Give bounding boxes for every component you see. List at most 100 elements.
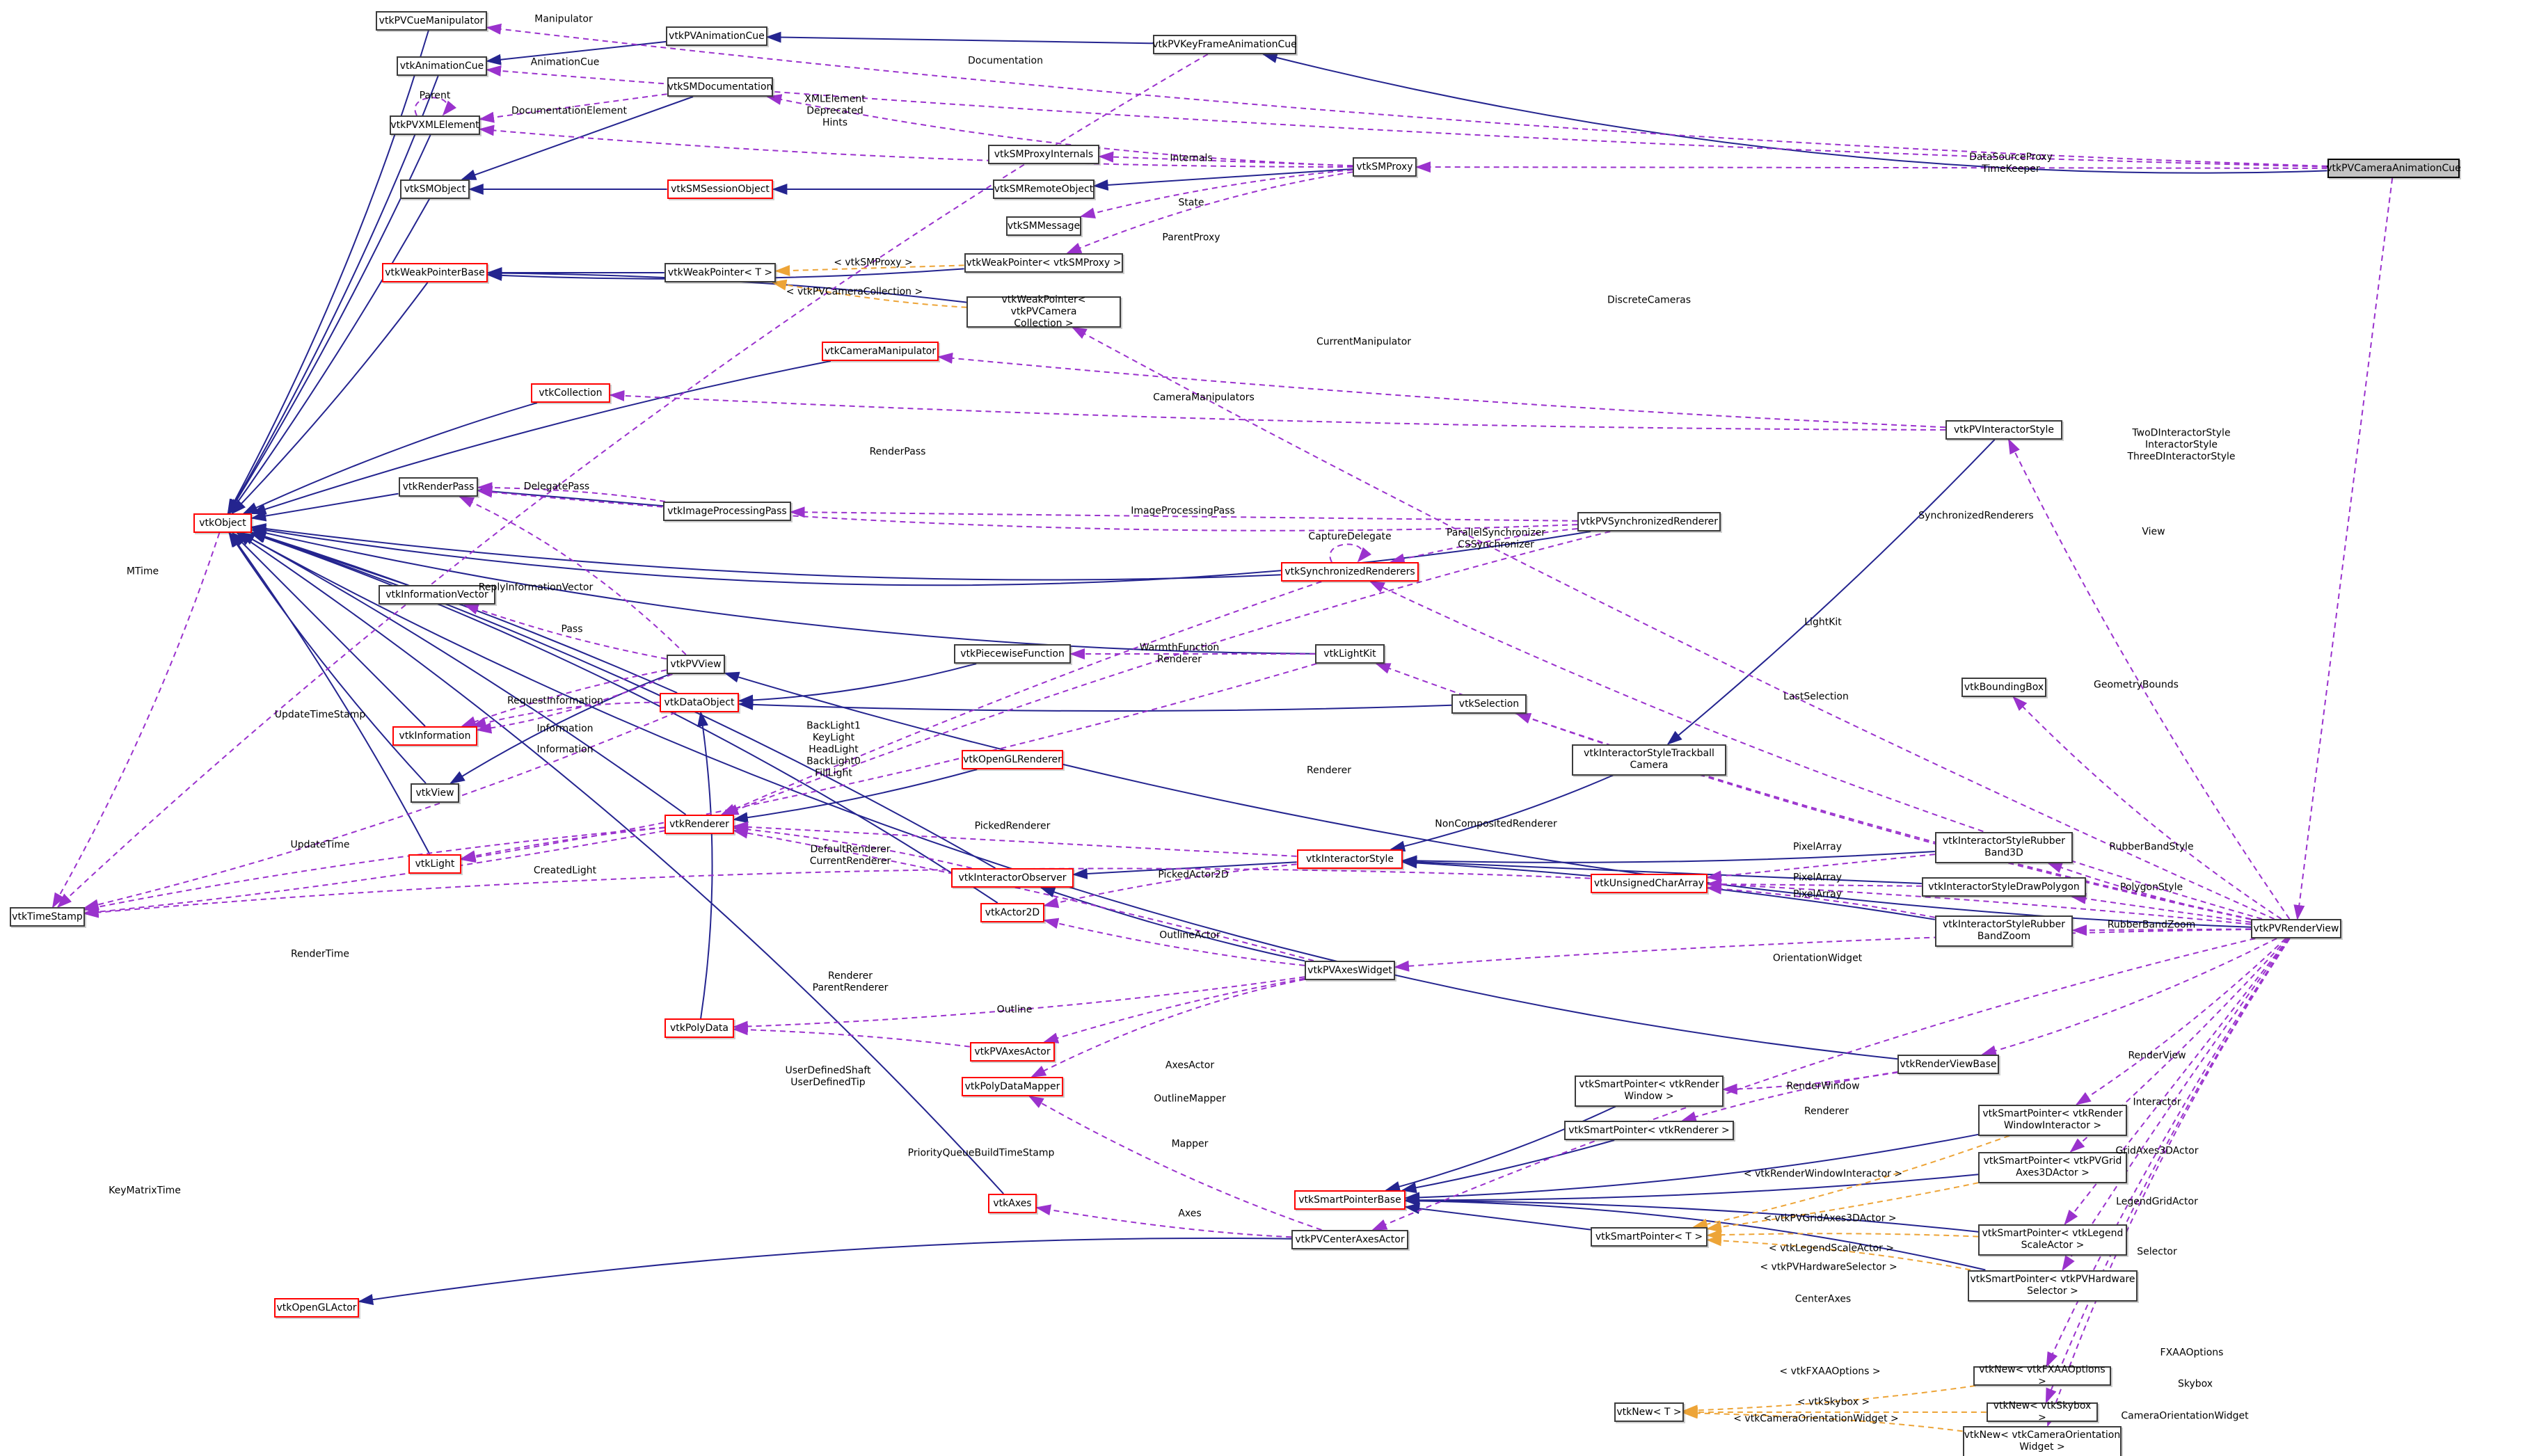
class-node-syncRends[interactable]: vtkSynchronizedRenderers <box>1280 562 1419 582</box>
class-node-spLegendScale[interactable]: vtkSmartPointer< vtkLegend ScaleActor > <box>1978 1224 2127 1256</box>
edge-inherit-spRWInteractor-spBase <box>1404 1133 1979 1203</box>
class-node-intStyleTrackball[interactable]: vtkInteractorStyleTrackball Camera <box>1572 744 1726 776</box>
class-node-rubberBandZoom[interactable]: vtkInteractorStyleRubber BandZoom <box>1934 915 2074 947</box>
class-node-view[interactable]: vtkView <box>411 783 459 803</box>
edge-usage-intStyle-renderer <box>732 821 1297 857</box>
class-node-intObserver[interactable]: vtkInteractorObserver <box>951 868 1074 888</box>
class-node-spRenderer[interactable]: vtkSmartPointer< vtkRenderer > <box>1564 1121 1734 1140</box>
class-node-infoVector[interactable]: vtkInformationVector <box>379 585 495 605</box>
class-node-information[interactable]: vtkInformation <box>392 726 478 746</box>
edge-label: UpdateTimeStamp <box>274 709 366 721</box>
edge-label: Pass <box>561 623 583 635</box>
class-node-weakPtrSMProxy[interactable]: vtkWeakPointer< vtkSMProxy > <box>964 253 1124 273</box>
class-node-smObject[interactable]: vtkSMObject <box>400 179 470 199</box>
class-node-lightKit[interactable]: vtkLightKit <box>1315 644 1385 664</box>
class-node-spRWInteractor[interactable]: vtkSmartPointer< vtkRender WindowInterac… <box>1978 1104 2127 1136</box>
class-node-unsignedCharArr[interactable]: vtkUnsignedCharArray <box>1591 874 1708 893</box>
class-node-smRemoteObject[interactable]: vtkSMRemoteObject <box>993 179 1095 199</box>
edge-label: RenderPass <box>869 446 926 458</box>
edge-label: DelegatePass <box>523 481 590 493</box>
class-node-smDoc[interactable]: vtkSMDocumentation <box>667 77 774 97</box>
edge-inherit-pvView-view <box>449 673 671 785</box>
class-node-piecewise[interactable]: vtkPiecewiseFunction <box>954 644 1071 664</box>
class-node-smProxy[interactable]: vtkSMProxy <box>1353 157 1417 177</box>
class-node-weakPtrPVCamColl[interactable]: vtkWeakPointer< vtkPVCamera Collection > <box>966 294 1121 329</box>
class-node-pvIntStyle[interactable]: vtkPVInteractorStyle <box>1945 420 2062 440</box>
edge-inherit-lightKit-object <box>250 527 1316 655</box>
class-node-spRenderWindow[interactable]: vtkSmartPointer< vtkRender Window > <box>1575 1075 1724 1107</box>
edge-usage-pvRenderView-renderViewBase <box>1980 938 2277 1057</box>
class-node-drawPolygon[interactable]: vtkInteractorStyleDrawPolygon <box>1921 877 2087 897</box>
class-node-dataObject[interactable]: vtkDataObject <box>659 693 740 712</box>
edge-usage-pvRenderView-pvIntStyle <box>2008 438 2291 920</box>
class-node-renderViewBase[interactable]: vtkRenderViewBase <box>1897 1055 1999 1074</box>
edge-usage-pvRenderView-newFXAA <box>2046 938 2291 1368</box>
class-node-light[interactable]: vtkLight <box>408 854 462 874</box>
class-node-spT[interactable]: vtkSmartPointer< T > <box>1591 1227 1708 1247</box>
edge-label: MTime <box>126 566 159 577</box>
class-node-pvxml[interactable]: vtkPVXMLElement <box>390 115 480 135</box>
class-node-object[interactable]: vtkObject <box>193 513 253 533</box>
edge-inherit-rubberBand3D-intStyle <box>1401 851 1935 867</box>
class-node-smProxyInternals[interactable]: vtkSMProxyInternals <box>987 145 1100 164</box>
class-node-newCamOrient[interactable]: vtkNew< vtkCameraOrientation Widget > <box>1962 1425 2122 1456</box>
edge-usage-pvIntStyle-collection <box>609 390 1946 431</box>
class-node-collection[interactable]: vtkCollection <box>530 383 611 403</box>
class-node-renderer[interactable]: vtkRenderer <box>664 815 734 834</box>
edge-usage-pvCamAnimCue-pvCueManip <box>486 23 2327 167</box>
class-node-timeStamp[interactable]: vtkTimeStamp <box>10 907 85 927</box>
edge-usage-pvAxesWidget-polyDataMapper <box>1030 978 1305 1078</box>
edge-label: RubberBandStyle <box>2109 841 2194 853</box>
edge-usage-pvRenderView-newSkybox <box>2045 938 2291 1404</box>
class-node-boundingBox[interactable]: vtkBoundingBox <box>1961 678 2047 697</box>
class-node-pvKeyFrameAnimCue[interactable]: vtkPVKeyFrameAnimationCue <box>1152 35 1297 54</box>
class-node-actor2D[interactable]: vtkActor2D <box>980 903 1044 922</box>
class-node-camManip[interactable]: vtkCameraManipulator <box>822 342 939 361</box>
edge-label: DocumentationElement <box>511 105 627 117</box>
class-node-openGLActor[interactable]: vtkOpenGLActor <box>273 1298 360 1318</box>
class-node-polyDataMapper[interactable]: vtkPolyDataMapper <box>962 1077 1063 1096</box>
class-node-pvCueManip[interactable]: vtkPVCueManipulator <box>375 11 488 31</box>
class-node-pvAxesWidget[interactable]: vtkPVAxesWidget <box>1305 961 1395 980</box>
class-node-pvSyncRend[interactable]: vtkPVSynchronizedRenderer <box>1577 512 1721 531</box>
class-node-openGLRenderer[interactable]: vtkOpenGLRenderer <box>962 750 1063 769</box>
class-node-newSkybox[interactable]: vtkNew< vtkSkybox > <box>1986 1400 2099 1423</box>
class-node-pvView[interactable]: vtkPVView <box>666 655 726 674</box>
class-node-spGridAxes[interactable]: vtkSmartPointer< vtkPVGrid Axes3DActor > <box>1978 1151 2127 1183</box>
edge-label: < vtkSkybox > <box>1797 1396 1870 1408</box>
class-node-renderPass[interactable]: vtkRenderPass <box>398 477 479 497</box>
edge-template-newCamOrient-newT <box>1682 1407 1963 1432</box>
class-node-spHardwareSel[interactable]: vtkSmartPointer< vtkPVHardware Selector … <box>1968 1270 2138 1302</box>
class-node-polyData[interactable]: vtkPolyData <box>664 1018 734 1038</box>
edge-label: RequestInformation <box>507 695 603 707</box>
class-node-pvCenterAxes[interactable]: vtkPVCenterAxesActor <box>1291 1230 1408 1249</box>
class-node-newT[interactable]: vtkNew< T > <box>1614 1402 1684 1422</box>
class-node-pvCamAnimCue[interactable]: vtkPVCameraAnimationCue <box>2326 159 2461 178</box>
edge-label: ReplyInformationVector <box>478 582 594 593</box>
class-node-smSessionObject[interactable]: vtkSMSessionObject <box>667 179 774 199</box>
edge-usage-pvRenderView-selection <box>1515 713 2252 920</box>
class-node-animCue[interactable]: vtkAnimationCue <box>397 56 487 76</box>
edge-label: KeyMatrixTime <box>109 1185 181 1197</box>
class-node-newFXAA[interactable]: vtkNew< vtkFXAAOptions > <box>1973 1364 2112 1387</box>
class-node-intStyle[interactable]: vtkInteractorStyle <box>1296 849 1403 869</box>
edge-inherit-smDoc-smObject <box>461 96 694 180</box>
class-node-pvAxesActor[interactable]: vtkPVAxesActor <box>969 1042 1056 1062</box>
class-node-rubberBand3D[interactable]: vtkInteractorStyleRubber Band3D <box>1934 831 2074 863</box>
edge-usage-pvSyncRend-imgProcPass <box>789 506 1578 522</box>
class-node-smMessage[interactable]: vtkSMMessage <box>1006 216 1081 236</box>
class-node-weakPtrBase[interactable]: vtkWeakPointerBase <box>381 263 488 282</box>
edge-label: CurrentManipulator <box>1316 336 1412 348</box>
edge-label: Internals <box>1170 152 1213 164</box>
class-node-selection[interactable]: vtkSelection <box>1451 694 1527 714</box>
class-node-pvAnimCue[interactable]: vtkPVAnimationCue <box>666 26 767 46</box>
class-node-pvRenderView[interactable]: vtkPVRenderView <box>2251 919 2341 938</box>
edge-label: CenterAxes <box>1794 1293 1852 1305</box>
class-node-spBase[interactable]: vtkSmartPointerBase <box>1294 1190 1406 1210</box>
class-node-weakPtrT[interactable]: vtkWeakPointer< T > <box>664 263 777 282</box>
class-node-imgProcPass[interactable]: vtkImageProcessingPass <box>663 502 791 521</box>
edge-usage-renderer-timeStamp <box>83 826 665 913</box>
class-node-axes[interactable]: vtkAxes <box>988 1194 1037 1213</box>
edge-inherit-pvCamAnimCue-pvKeyFrameAnimCue <box>1261 52 2327 174</box>
